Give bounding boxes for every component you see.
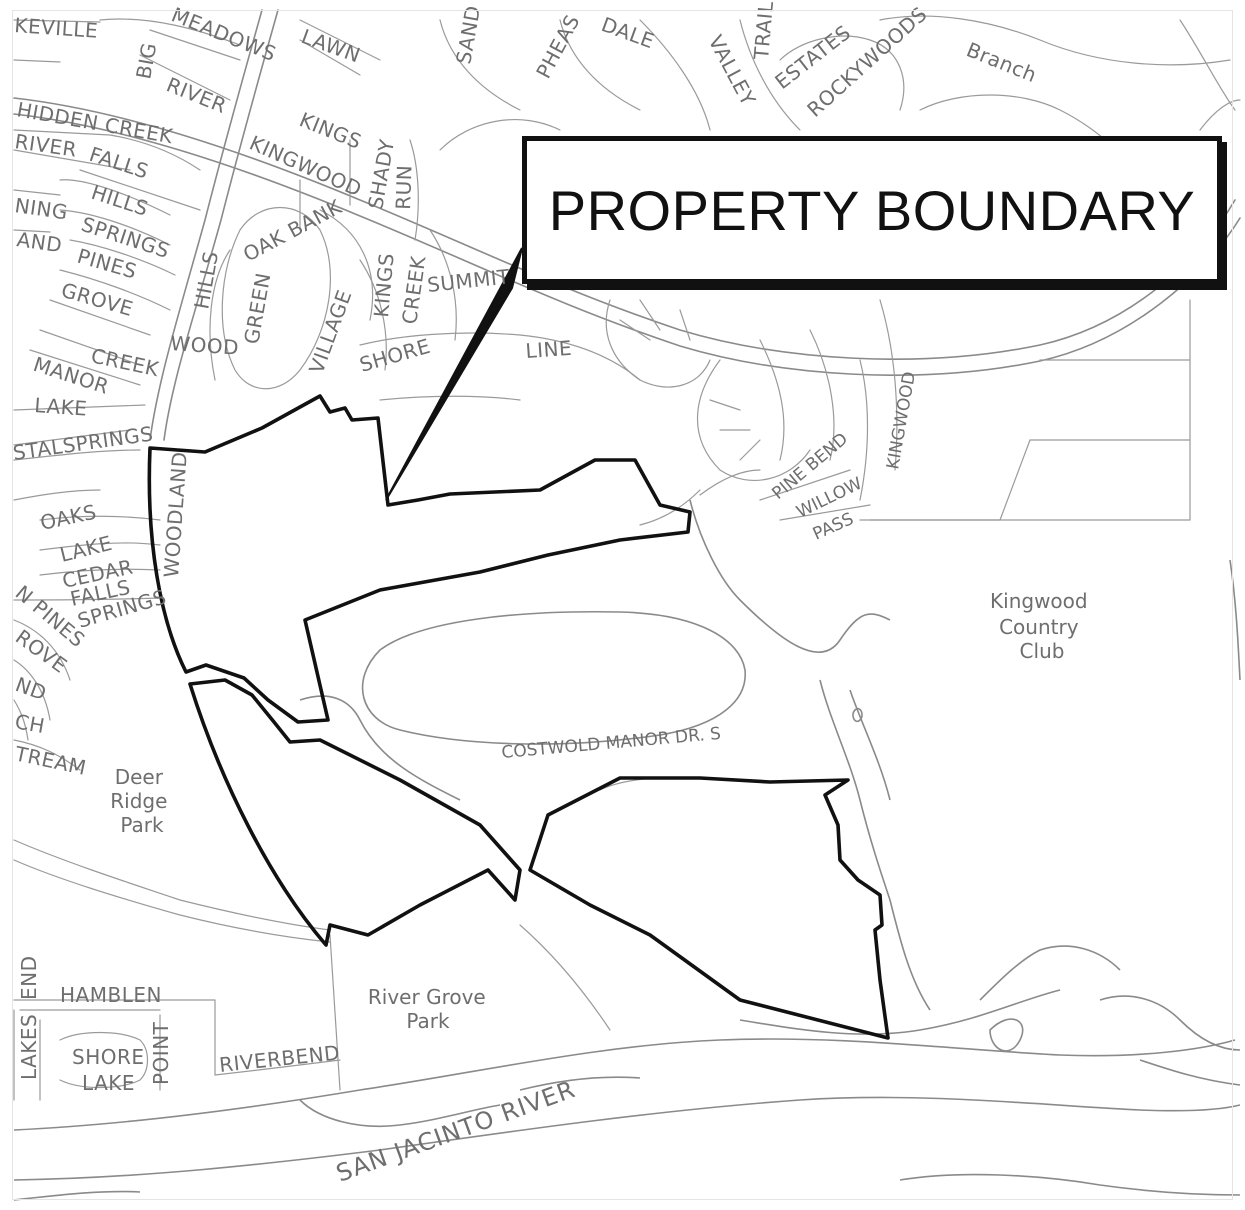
water-features bbox=[13, 499, 1241, 1201]
street-label: LAKES bbox=[17, 1014, 41, 1080]
street-label: KINGS bbox=[296, 107, 365, 153]
street-label: KINGS bbox=[369, 252, 399, 319]
place-labels: Kingwood Country Club Deer Ridge Park Ri… bbox=[110, 589, 1094, 1033]
street-label: GROVE bbox=[59, 278, 136, 321]
street-label: RUN bbox=[391, 164, 417, 210]
street-label: RIVERBEND bbox=[218, 1040, 341, 1077]
street-label: TREAM bbox=[12, 741, 89, 780]
street-label: TRAIL bbox=[749, 0, 778, 61]
parcel-south-east bbox=[528, 776, 890, 1040]
street-label: CH bbox=[13, 709, 47, 738]
street-label: KINGWOOD bbox=[883, 370, 920, 471]
street-label: PHEAS bbox=[531, 10, 584, 82]
callout-label: PROPERTY BOUNDARY bbox=[548, 178, 1196, 242]
street-label: LAWN bbox=[298, 24, 363, 67]
street-label: Branch bbox=[963, 37, 1040, 87]
street-label: MEADOWS bbox=[168, 2, 280, 66]
country-club-label: Kingwood Country Club bbox=[990, 589, 1094, 663]
street-label: DALE bbox=[598, 12, 657, 53]
street-label: BIG bbox=[131, 41, 161, 81]
street-label: LAKE bbox=[82, 1071, 135, 1095]
parcel-north bbox=[147, 394, 692, 724]
street-label: LAKE bbox=[34, 393, 89, 421]
street-label: END bbox=[17, 956, 41, 1001]
street-label: POINT bbox=[149, 1021, 173, 1085]
parcel-south-west bbox=[188, 678, 522, 947]
street-label: AND bbox=[15, 227, 63, 257]
street-label: RIVER bbox=[163, 72, 230, 118]
street-label: SHORE bbox=[72, 1045, 145, 1069]
street-label: SHORE bbox=[357, 334, 433, 377]
street-label: OAKS bbox=[38, 500, 99, 535]
property-boundary bbox=[147, 394, 890, 1040]
street-network bbox=[13, 9, 1241, 1101]
street-label: OAK BANK bbox=[239, 194, 346, 266]
street-label: HILLS bbox=[88, 180, 151, 221]
street-label: GREEN bbox=[239, 271, 275, 346]
street-label: VILLAGE bbox=[304, 286, 356, 376]
property-boundary-callout: PROPERTY BOUNDARY bbox=[522, 136, 1222, 284]
street-label: STALSPRINGS bbox=[11, 422, 154, 465]
street-label: WOOD bbox=[170, 331, 240, 360]
street-label: RIVER bbox=[13, 129, 78, 161]
deer-ridge-park-label: Deer Ridge Park bbox=[110, 765, 174, 837]
street-label: FALLS bbox=[86, 142, 151, 184]
river-label: SAN JACINTO RIVER bbox=[332, 1075, 579, 1188]
street-label: SAND bbox=[451, 3, 485, 65]
street-label: LINE bbox=[525, 336, 573, 363]
river-grove-park-label: River Grove Park bbox=[368, 985, 492, 1033]
street-label: KEVILLE bbox=[14, 13, 99, 43]
street-label: HAMBLEN bbox=[60, 983, 162, 1007]
street-label: CREEK bbox=[397, 254, 430, 326]
street-label: NING bbox=[13, 193, 69, 224]
street-label: WOODLAND bbox=[159, 451, 192, 579]
callout-pointer bbox=[385, 247, 523, 501]
street-label: COSTWOLD MANOR DR. S bbox=[501, 724, 722, 763]
